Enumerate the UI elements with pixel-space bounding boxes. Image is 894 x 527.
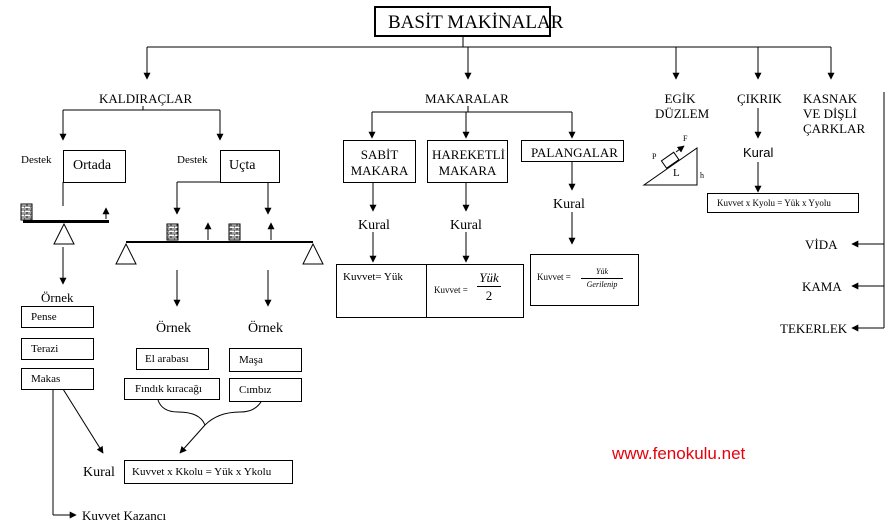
movable-rule-den: 2 xyxy=(485,288,493,303)
website-link[interactable]: www.fenokulu.net xyxy=(612,444,746,463)
other-tekerlek: TEKERLEK xyxy=(780,321,848,336)
title-box: BASİT MAKİNALAR xyxy=(374,6,563,37)
gears-heading: KASNAK VE DİŞLİ ÇARKLAR xyxy=(803,91,866,136)
movable-pulley-box: HAREKETLİ MAKARA xyxy=(427,140,508,183)
label-P: P xyxy=(652,152,657,161)
gain-label: Kuvvet Kazancı xyxy=(82,508,167,523)
block-rule-label: Kural xyxy=(553,197,585,212)
pulleys-heading: MAKARALAR xyxy=(425,91,509,106)
example-pense: Pense xyxy=(31,311,57,323)
wheel-axle-rule-label: Kural xyxy=(743,145,774,160)
levers-heading: KALDIRAÇLAR xyxy=(99,91,193,106)
wheel-axle-rule-box: Kuvvet x Kyolu = Yük x Yyolu xyxy=(707,193,859,213)
page-title: BASİT MAKİNALAR xyxy=(388,12,564,33)
inclined-heading: EGİK DÜZLEM xyxy=(655,91,710,121)
example-cimbiz: Cımbız xyxy=(239,384,272,396)
pulley-rule-box: Kuvvet= Yük Kuvvet = Yük 2 xyxy=(336,264,524,318)
middle-lever-label: Ortada xyxy=(73,158,112,173)
inclined-plane-figure xyxy=(642,145,698,186)
other-kama: KAMA xyxy=(802,279,842,294)
movable-rule-fraction: Yük 2 xyxy=(477,271,501,302)
example-masa: Maşa xyxy=(239,354,263,366)
block-rule-num: Yük xyxy=(596,267,608,276)
fulcrum-label-middle: Destek xyxy=(21,154,52,166)
movable-pulley-label: HAREKETLİ MAKARA xyxy=(432,147,505,178)
example-masa-box: Maşa xyxy=(229,348,302,372)
example-pense-box: Pense xyxy=(21,306,94,328)
example-terazi: Terazi xyxy=(31,343,59,355)
movable-rule-label: Kural xyxy=(450,218,482,233)
label-F: F xyxy=(683,134,688,143)
block-rule-prefix: Kuvvet = xyxy=(537,272,571,282)
example-makas-box: Makas xyxy=(21,368,94,390)
block-rule-den: Gerilenip xyxy=(586,280,618,289)
movable-rule-prefix: Kuvvet = xyxy=(434,285,468,295)
fixed-rule-label: Kural xyxy=(358,218,390,233)
fixed-pulley-rule: Kuvvet= Yük xyxy=(343,271,403,283)
end-lever-label: Uçta xyxy=(229,158,256,173)
lever-rule-box: Kuvvet x Kkolu = Yük x Ykolu xyxy=(124,460,293,484)
example-elarabasi-box: El arabası xyxy=(136,348,209,370)
example-makas: Makas xyxy=(31,373,61,385)
middle-lever-figure xyxy=(20,203,109,245)
example-cimbiz-box: Cımbız xyxy=(229,378,302,402)
end-lever-figure xyxy=(115,223,324,265)
block-pulley-label: PALANGALAR xyxy=(531,145,618,160)
lever-rule: Kuvvet x Kkolu = Yük x Ykolu xyxy=(132,466,272,478)
wheel-axle-heading: ÇIKRIK xyxy=(737,91,782,106)
label-h: h xyxy=(700,171,704,180)
block-pulley-box: PALANGALAR xyxy=(521,140,624,162)
end-example-heading-left: Örnek xyxy=(156,321,191,336)
example-terazi-box: Terazi xyxy=(21,338,94,360)
end-lever-box: Uçta xyxy=(220,150,280,183)
block-rule-box: Kuvvet = Yük Gerilenip xyxy=(530,254,639,306)
movable-rule-num: Yük xyxy=(479,270,499,285)
wheel-axle-rule: Kuvvet x Kyolu = Yük x Yyolu xyxy=(717,198,831,208)
fixed-pulley-label: SABİT MAKARA xyxy=(350,147,409,178)
example-findik: Fındık kıracağı xyxy=(135,383,202,395)
fulcrum-label-end: Destek xyxy=(177,154,208,166)
fixed-pulley-box: SABİT MAKARA xyxy=(343,140,416,183)
middle-lever-box: Ortada xyxy=(63,150,126,183)
end-example-heading-right: Örnek xyxy=(248,321,283,336)
other-vida: VİDA xyxy=(805,237,838,252)
block-rule-fraction: Yük Gerilenip xyxy=(581,268,623,289)
label-L: L xyxy=(673,167,680,179)
example-elarabasi: El arabası xyxy=(145,353,189,365)
middle-example-heading: Örnek xyxy=(41,290,74,305)
example-findik-box: Fındık kıracağı xyxy=(124,378,220,400)
lever-rule-label: Kural xyxy=(83,465,115,480)
